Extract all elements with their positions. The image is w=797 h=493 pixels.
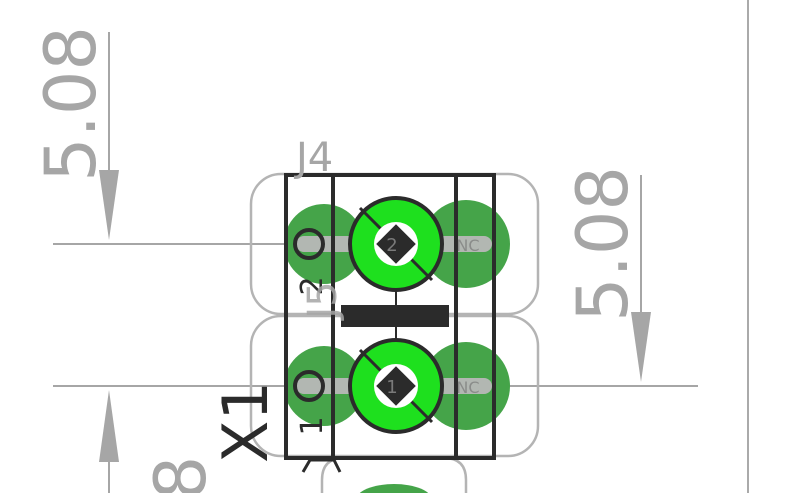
ref-label-j4: J4 (293, 135, 333, 181)
pad-label-nc-bottom: NC (456, 378, 479, 397)
dimension-left-arrow-top (99, 170, 119, 240)
dimension-left-value: 5.08 (30, 26, 112, 182)
pad-2-diamond (376, 224, 416, 264)
dimension-left-arrow-bottom (99, 390, 119, 462)
pin-marker-bottom-left (293, 370, 325, 402)
pad-label-2: 2 (386, 235, 397, 256)
silk-pin-number-1: 1 (295, 416, 330, 435)
dimension-right-arrow (631, 312, 651, 382)
pad-1-diamond (376, 366, 416, 406)
pad-label-nc-top: NC (456, 236, 479, 255)
pin-marker-top-left (293, 228, 325, 260)
silk-pin-number-2: 2 (295, 276, 330, 295)
ref-label-j5: J5 (300, 281, 346, 321)
pad-label-1: 1 (386, 377, 397, 398)
x1-pin1-notch (301, 458, 342, 473)
ref-label-x1: X1 (209, 381, 282, 463)
pad-partial-bottom (359, 484, 429, 493)
x1-center-bar (341, 305, 449, 327)
dimension-bottom-partial-value: 8 (140, 456, 222, 493)
dimension-right-value: 5.08 (562, 166, 644, 322)
x1-body-outline (284, 173, 496, 460)
